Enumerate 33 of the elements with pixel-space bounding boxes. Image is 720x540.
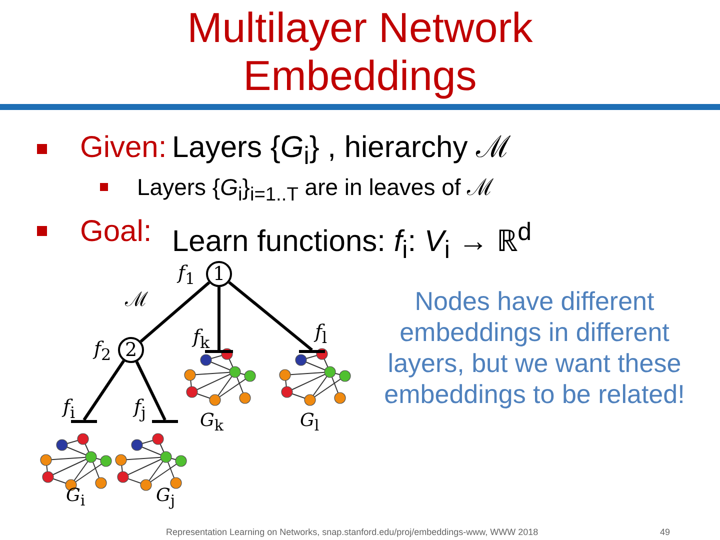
layer-label: G$_{l}$ (300, 410, 320, 437)
note-text: Nodes have different embeddings in different layers, but we want these embeddings to be related! (383, 286, 686, 410)
layer-label: G$_{j}$ (156, 485, 176, 512)
leaf-bar (205, 350, 233, 353)
leaf-bar (299, 350, 325, 353)
function-label: f$_{k}$ (193, 326, 210, 352)
bullet-heading: Goal: (80, 214, 152, 250)
bullet-heading: Given: (80, 130, 167, 166)
tree-edge (82, 360, 125, 421)
function-label: f$_{i}$ (63, 396, 76, 422)
node-number: 2 (124, 339, 138, 361)
tree-edge (140, 281, 210, 343)
hierarchy-label: ℳ (125, 287, 148, 311)
leaf-bar (71, 420, 97, 423)
bullet-text: Learn functions: f$_{i}$: V$_{i}$ → ℝ$^{d}$ (172, 217, 532, 264)
tree-edge (218, 287, 220, 350)
sub-bullet-text: Layers {G$_{i}$}$_{i=1..T}$ are in leaves of ℳ (137, 173, 494, 208)
leaf-bar (152, 420, 178, 423)
function-label: f$_{2}$ (94, 338, 112, 364)
layer-label: G$_{k}$ (200, 410, 224, 437)
function-label: f$_{l}$ (315, 321, 328, 347)
slide-title: Multilayer Network Embeddings (186, 4, 534, 100)
bullet-text: Layers {G$_{i}$} , hierarchy ℳ (172, 130, 512, 172)
tree-node-circle (118, 337, 144, 363)
tree-node-circle (206, 261, 232, 287)
tree-edge (135, 361, 166, 421)
function-label: f$_{j}$ (134, 396, 146, 422)
function-label: f$_{1}$ (178, 262, 196, 288)
page-number: 49 (660, 527, 670, 538)
node-number: 1 (212, 263, 226, 285)
layer-label: G$_{i}$ (66, 485, 86, 512)
tree-edge (228, 281, 313, 352)
footer-citation: Representation Learning on Networks, snap.stanford.edu/proj/embeddings-www, WWW 2018 (166, 527, 538, 538)
